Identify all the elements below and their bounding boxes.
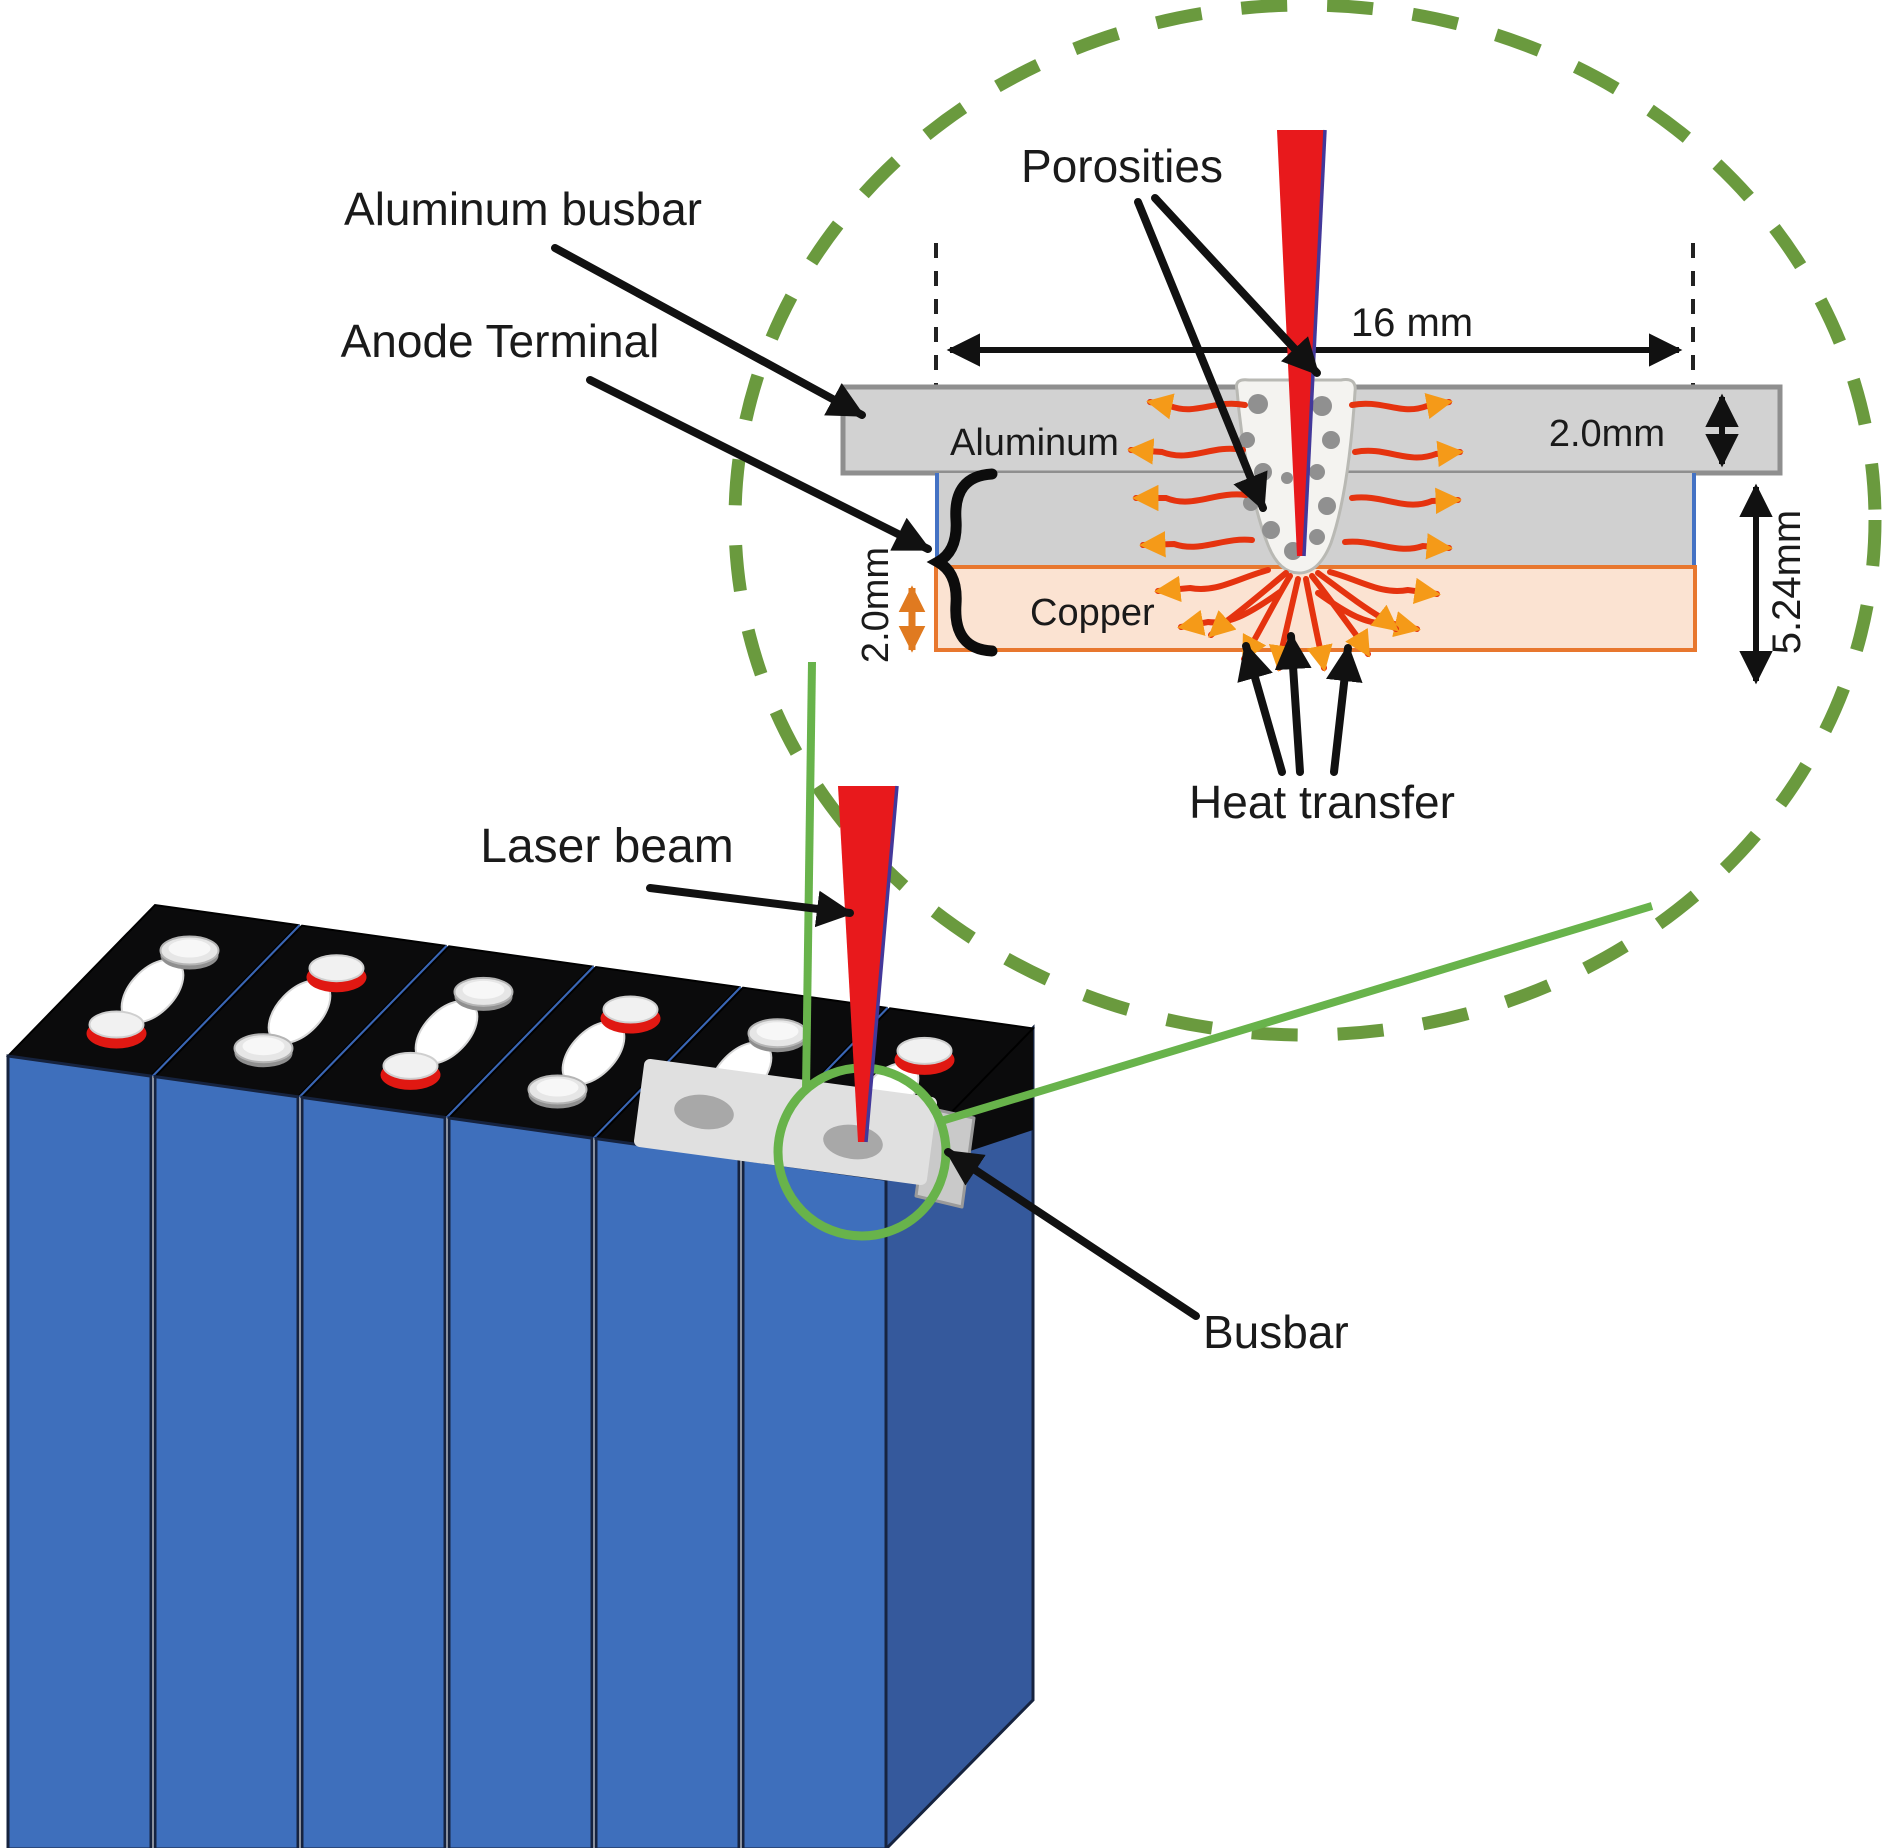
battery-terminal-cap [88, 1010, 145, 1039]
battery-terminal-top [756, 1022, 799, 1041]
battery-terminal-top [536, 1078, 579, 1097]
busbar-weld-pad-left [674, 1094, 734, 1130]
battery-cell-gap [151, 924, 302, 1078]
battery-cell-gap [298, 945, 449, 1099]
heat-transfer-arrow-2 [1274, 632, 1312, 776]
heat-transfer-label: Heat transfer [1189, 776, 1455, 828]
heat-transfer-arrow-1 [1237, 642, 1286, 776]
laser-beam-label: Laser beam [480, 820, 733, 873]
dim-busbar-label: 2.0mm [1549, 413, 1665, 455]
aluminum-busbar-label: Aluminum busbar [344, 183, 702, 235]
porosities-arrow-lower [1134, 198, 1268, 512]
battery-terminal-cap [896, 1036, 953, 1065]
battery-cell-gap [445, 965, 596, 1119]
battery-terminal-top [168, 939, 211, 958]
battery-cell-front [6, 1054, 153, 1848]
busbar-arrow [944, 1148, 1200, 1320]
battery-terminal-cap [602, 995, 659, 1024]
battery-cell-front [741, 1157, 888, 1848]
battery-cell-front [447, 1116, 594, 1848]
dim-copper-label: 2.0mm [855, 547, 897, 663]
battery-cell-front [300, 1095, 447, 1848]
heat-transfer-arrow-3 [1326, 644, 1363, 776]
laser-beam-arrow [646, 884, 854, 928]
battery-cell-front [153, 1074, 300, 1848]
busbar-label: Busbar [1203, 1306, 1349, 1358]
aluminum-busbar-arrow [551, 244, 866, 419]
magnifier-dashed-circle [728, 0, 1882, 1042]
battery-terminal-top [462, 980, 505, 999]
magnifier-leader-right [936, 902, 1654, 1126]
weld-cross-section-inset: 2.0mm 2.0mm 5.24mm 16 mm Aluminum Copper [840, 129, 1809, 685]
dim-16mm-label: 16 mm [1351, 301, 1473, 345]
anode-terminal-brace [926, 468, 998, 657]
aluminum-layer-label: Aluminum [950, 422, 1119, 464]
laser-beam-main [838, 785, 899, 1143]
battery-cell-front [594, 1136, 741, 1848]
porosities-label: Porosities [1021, 140, 1223, 192]
dim-stack-label: 5.24mm [1765, 510, 1809, 655]
porosities-arrow-upper [1151, 194, 1321, 377]
battery-terminal-cap [308, 954, 365, 983]
anode-terminal-label: Anode Terminal [341, 315, 660, 367]
callouts: Porosities Aluminum busbar Anode Termina… [341, 140, 1455, 1358]
copper-layer-label: Copper [1030, 592, 1155, 634]
magnifier-leader-left [802, 661, 816, 1091]
battery-terminal-cap [382, 1051, 439, 1080]
battery-terminal-top [242, 1037, 285, 1056]
anode-terminal-arrow [586, 376, 932, 553]
battery-pack [5, 903, 1036, 1848]
